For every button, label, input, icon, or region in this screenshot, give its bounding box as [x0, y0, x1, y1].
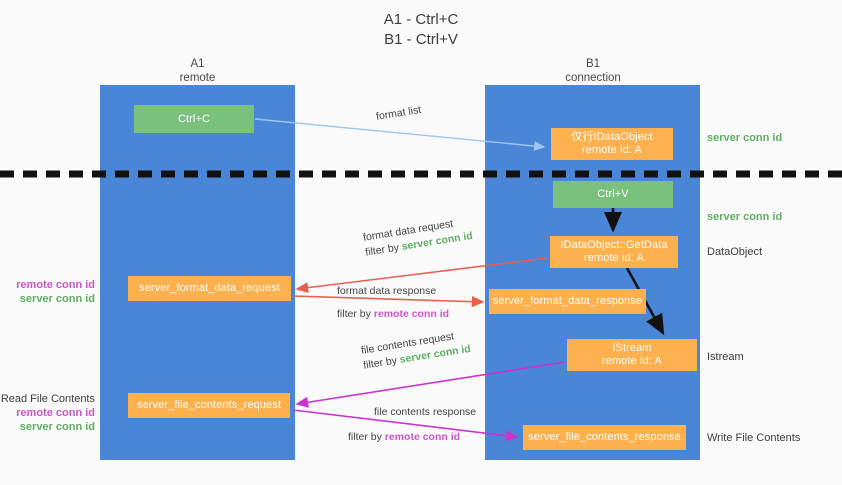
arrow-label-format-data-request: format data request filter by server con… — [362, 214, 474, 261]
box-idataobject[interactable]: 仅行IDataObject remote id: A — [551, 128, 673, 160]
filter-prefix: filter by — [337, 308, 374, 320]
box-ctrl-c[interactable]: Ctrl+C — [134, 105, 254, 133]
side-label-group-file: Read File Contents remote conn id server… — [0, 392, 95, 434]
box-idataobject-getdata[interactable]: IDataObject::GetData remote id: A — [550, 236, 678, 268]
filter-value-remote-conn-id: remote conn id — [384, 431, 461, 443]
box-server-file-contents-response[interactable]: server_file_contents_response — [523, 425, 686, 450]
arrow-label-file-contents-response-filter: filter by remote conn id — [348, 430, 476, 445]
side-label-remote-conn-id-1: remote conn id — [16, 279, 95, 291]
box-ctrl-v[interactable]: Ctrl+V — [553, 181, 673, 208]
arrow-label-format-data-response-text: format data response — [337, 285, 437, 297]
box-server-format-data-request[interactable]: server_format_data_request — [128, 276, 291, 301]
side-label-read-file-contents: Read File Contents — [0, 393, 95, 405]
side-label-server-conn-id-1: server conn id — [19, 293, 95, 305]
arrow-label-format-list-text: format list — [375, 103, 422, 123]
label-istream: Istream — [707, 351, 744, 363]
arrow-label-format-list: format list — [375, 103, 422, 125]
label-server-conn-id-mid: server conn id — [707, 211, 783, 223]
side-label-server-conn-id-2: server conn id — [19, 421, 95, 433]
arrow-label-file-contents-response-text: file contents response — [374, 406, 477, 418]
box-istream[interactable]: IStream remote id: A — [567, 339, 697, 371]
column-header-b1: B1 connection — [565, 58, 621, 84]
arrow-label-file-contents-response: file contents response filter by remote … — [348, 405, 476, 445]
box-server-file-contents-request[interactable]: server_file_contents_request — [128, 393, 290, 418]
arrow-label-format-data-response: format data response filter by remote co… — [337, 284, 449, 322]
side-label-remote-conn-id-2: remote conn id — [16, 407, 95, 419]
arrow-label-format-data-response-filter: filter by remote conn id — [337, 307, 449, 322]
label-dataobject: DataObject — [707, 246, 763, 258]
filter-prefix: filter by — [348, 431, 385, 443]
column-header-a1: A1 remote — [179, 58, 216, 84]
side-label-group-format: remote conn id server conn id — [0, 278, 95, 306]
label-server-conn-id-top: server conn id — [707, 132, 783, 144]
filter-value-remote-conn-id: remote conn id — [373, 308, 450, 320]
arrow-label-file-contents-request: file contents request filter by server c… — [360, 327, 472, 374]
page-title: A1 - Ctrl+C B1 - Ctrl+V — [383, 11, 459, 48]
label-write-file-contents: Write File Contents — [707, 432, 801, 444]
box-server-format-data-response[interactable]: server_format_data_response — [489, 289, 646, 314]
